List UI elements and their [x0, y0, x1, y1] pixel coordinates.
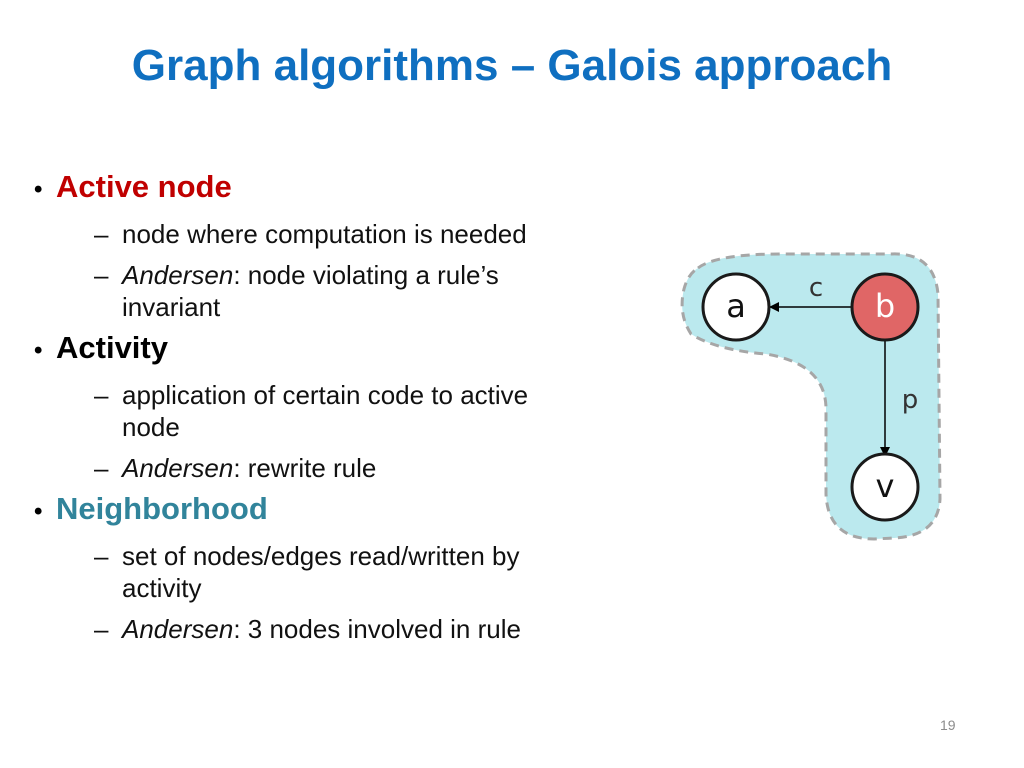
sub-item: –Andersen: 3 nodes involved in rule	[34, 613, 614, 645]
sub-text: node where computation is needed	[122, 219, 527, 249]
sub-text: set of nodes/edges read/written by	[122, 541, 520, 571]
node-b-circle	[850, 272, 920, 342]
dash: –	[94, 219, 109, 249]
sub-text-cont: invariant	[122, 292, 221, 322]
dash: –	[94, 453, 109, 483]
sub-text-cont: node	[122, 412, 180, 442]
bullet-dot: •	[34, 498, 43, 525]
bullet-activity: • Activity	[34, 329, 614, 370]
bullet-neighborhood: • Neighborhood	[34, 490, 614, 531]
bullet-dot: •	[34, 337, 43, 364]
bullet-label-neighborhood: Neighborhood	[56, 491, 268, 526]
bullet-dot: •	[34, 176, 43, 203]
neighborhood-diagram: a b v c p	[680, 252, 942, 541]
sub-italic: Andersen	[122, 453, 234, 483]
dash: –	[94, 614, 109, 644]
sub-item: –Andersen: node violating a rule’s invari…	[34, 259, 614, 323]
sub-italic: Andersen	[122, 260, 234, 290]
node-v-circle	[850, 452, 920, 522]
bullet-label-active-node: Active node	[56, 169, 232, 204]
dash: –	[94, 380, 109, 410]
dash: –	[94, 541, 109, 571]
node-a-circle	[701, 272, 771, 342]
sub-italic: Andersen	[122, 614, 234, 644]
sub-text: application of certain code to active	[122, 380, 529, 410]
node-a-label: a	[726, 287, 746, 325]
sub-text-cont: activity	[122, 573, 202, 603]
sub-item: –node where computation is needed	[34, 218, 614, 250]
slide-title: Graph algorithms – Galois approach	[131, 41, 893, 90]
bullet-list: • Active node –node where computation is…	[34, 164, 614, 645]
page-number: 19	[940, 717, 956, 733]
sub-item: –Andersen: rewrite rule	[34, 452, 614, 484]
bullet-label-activity: Activity	[56, 330, 168, 365]
sub-text: : node violating a rule’s	[233, 260, 499, 290]
sub-text: : 3 nodes involved in rule	[233, 614, 521, 644]
edge-p-label: p	[902, 385, 919, 415]
dash: –	[94, 260, 109, 290]
node-b-label: b	[875, 287, 895, 325]
edge-c-label: c	[809, 273, 823, 303]
bullet-active-node: • Active node	[34, 168, 614, 209]
node-v-label: v	[876, 467, 895, 505]
sub-text: : rewrite rule	[233, 453, 377, 483]
